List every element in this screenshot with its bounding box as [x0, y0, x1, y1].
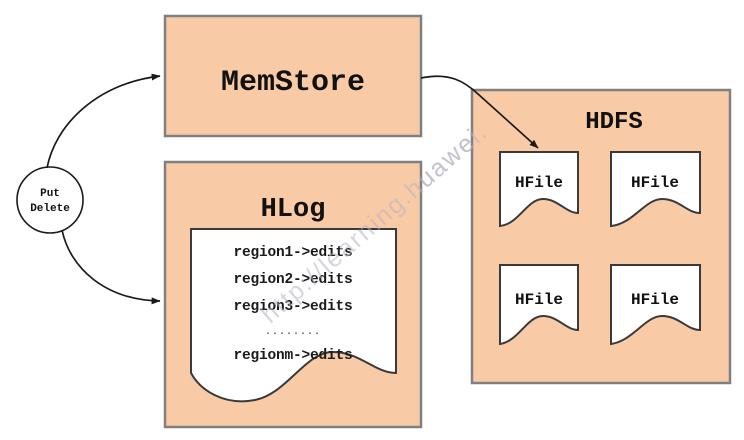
hlog-document-shape: [190, 228, 397, 403]
hlog-line-last: regionm->edits: [233, 348, 352, 364]
hlog-box[interactable]: HLog region1->edits region2->edits regio…: [163, 160, 423, 429]
delete-label: Delete: [30, 203, 70, 215]
arrow-put-to-memstore: [46, 73, 161, 169]
memstore-label: MemStore: [221, 66, 365, 100]
hdfs-box[interactable]: HDFS HFile HFile HFile HFile: [470, 88, 732, 385]
hfile-2-label: HFile: [631, 174, 679, 192]
hlog-label: HLog: [261, 195, 326, 225]
hfile-1[interactable]: HFile: [499, 151, 579, 228]
hlog-line-3: region3->edits: [233, 299, 352, 315]
hfile-3-label: HFile: [515, 291, 563, 309]
hfile-2[interactable]: HFile: [610, 151, 701, 228]
put-label: Put: [40, 188, 60, 200]
hfile-4-label: HFile: [631, 291, 679, 309]
hlog-document: region1->edits region2->edits region3->e…: [190, 228, 397, 403]
hlog-ellipsis: ........: [265, 327, 321, 338]
hfile-3-shape: [499, 264, 579, 346]
hfile-4[interactable]: HFile: [610, 264, 701, 346]
memstore-box-rect: [163, 14, 423, 138]
hfile-3[interactable]: HFile: [499, 264, 579, 346]
memstore-box[interactable]: MemStore: [163, 14, 423, 138]
put-delete-node[interactable]: Put Delete: [16, 166, 84, 234]
arrow-memstore-to-hfile-path: [420, 75, 539, 149]
hfile-4-shape: [610, 264, 701, 346]
hfile-2-shape: [610, 151, 701, 228]
put-delete-circle: [16, 166, 84, 234]
hlog-line-1: region1->edits: [233, 245, 352, 261]
hfile-1-shape: [499, 151, 579, 228]
arrow-put-to-hlog-path: [61, 229, 161, 305]
hdfs-label: HDFS: [585, 109, 643, 136]
arrow-put-to-hlog: [61, 229, 161, 305]
arrow-put-to-memstore-path: [46, 73, 161, 169]
hfile-1-label: HFile: [515, 174, 563, 192]
hlog-line-2: region2->edits: [233, 272, 352, 288]
arrow-memstore-to-hfile: [420, 75, 539, 149]
